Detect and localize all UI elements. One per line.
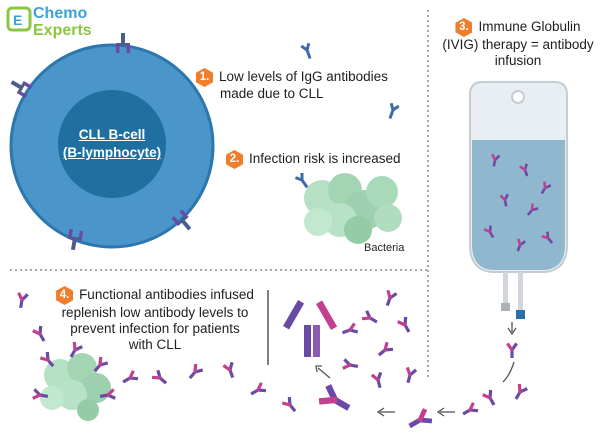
logo: E (6, 4, 126, 44)
step-2-text: Infection risk is increased (249, 151, 401, 167)
step-4-badge: 4. (56, 286, 74, 305)
iv-bag (469, 81, 568, 319)
cell-label: CLL B-cell (B-lymphocyte) (62, 126, 162, 162)
cell-nucleus (58, 90, 166, 198)
step-3-text-line3: infusion (494, 53, 542, 68)
bacteria-cluster-2 (40, 353, 111, 421)
step-4-text-line3: prevent infection for patients (70, 321, 240, 336)
step-1-badge: 1. (196, 68, 213, 87)
bacteria-cluster (304, 173, 402, 244)
logo-text: Chemo Experts (33, 5, 92, 39)
large-antibody-icon (283, 300, 338, 357)
step-1-text-line1: Low levels of IgG antibodies (219, 69, 388, 85)
logo-line1: Chemo (33, 5, 88, 22)
bacteria-label: Bacteria (364, 242, 405, 254)
svg-text:E: E (13, 12, 22, 28)
step-3-badge: 3. (455, 18, 473, 37)
step-1: 1. Low levels of IgG antibodies (196, 68, 388, 87)
cell-label-line1: CLL B-cell (78, 127, 146, 142)
step-4-text-line4: with CLL (128, 337, 182, 352)
step-3-text-line1: Immune Globulin (478, 19, 581, 35)
step-1-line2: made due to CLL (220, 86, 324, 101)
antibody-icon (384, 102, 401, 121)
flow-arrows (315, 322, 517, 417)
step-4-text-line2: replenish low antibody levels to (61, 305, 249, 320)
step-2-badge: 2. (226, 150, 243, 169)
step-4-text-line1: Functional antibodies infused (79, 287, 254, 303)
step-3: 3. Immune Globulin (IVIG) therapy = antib… (440, 18, 596, 69)
logo-line2: Experts (33, 22, 92, 39)
cell-label-line2: (B-lymphocyte) (62, 145, 162, 160)
logo-icon: E (6, 6, 32, 32)
step-3-text-line2: (IVIG) therapy = antibody (442, 37, 594, 52)
step-4: 4. Functional antibodies infused replenis… (44, 286, 266, 353)
step-2: 2. Infection risk is increased (226, 150, 401, 169)
cll-b-cell (8, 33, 215, 252)
antibody-icon (299, 42, 316, 61)
